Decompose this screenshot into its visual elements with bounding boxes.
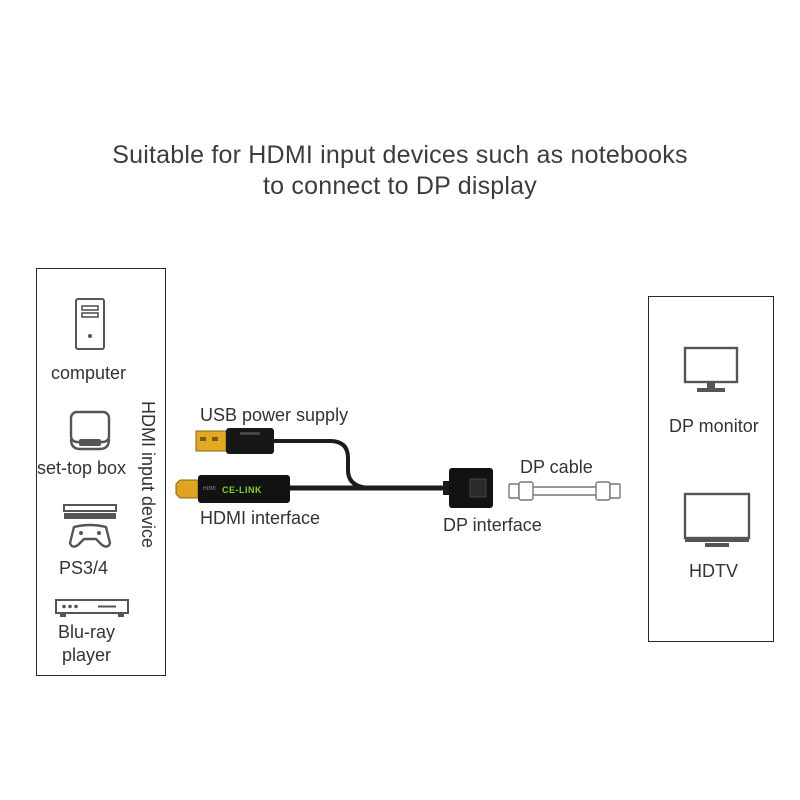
hdmi-plug: CE-LINK HDMI [175,475,290,503]
headline: Suitable for HDMI input devices such as … [0,140,800,202]
dp-cable-label: DP cable [520,457,593,477]
hdmi-input-device-label: HDMI input device [137,395,158,555]
hdmi-interface-label: HDMI interface [200,508,321,528]
ps-label: PS3/4 [59,558,109,578]
blu-ray-label-line2: player [62,645,112,665]
monitor-icon [683,346,739,392]
dp-monitor-label: DP monitor [669,416,759,436]
game-console-icon [63,504,117,548]
set-top-box-icon [69,410,111,451]
dp-female-connector [443,468,493,508]
ce-link-logo: CE-LINK [222,485,262,495]
output-displays-panel [648,296,774,642]
headline-line-2: to connect to DP display [263,172,537,200]
usb-power-supply-label: USB power supply [200,405,349,425]
usb-a-plug [195,428,274,454]
dp-interface-label: DP interface [443,515,542,535]
headline-line-1: Suitable for HDMI input devices such as … [112,141,688,169]
computer-label: computer [51,363,127,383]
blu-ray-player-icon [55,599,129,617]
computer-tower-icon [75,298,105,350]
set-top-box-label: set-top box [37,458,127,478]
blu-ray-label-line1: Blu-ray [58,622,116,642]
input-devices-panel [36,268,166,676]
svg-text:HDMI: HDMI [203,486,216,492]
dp-cable [508,481,621,501]
tv-icon [683,492,751,547]
hdtv-label: HDTV [689,561,738,581]
